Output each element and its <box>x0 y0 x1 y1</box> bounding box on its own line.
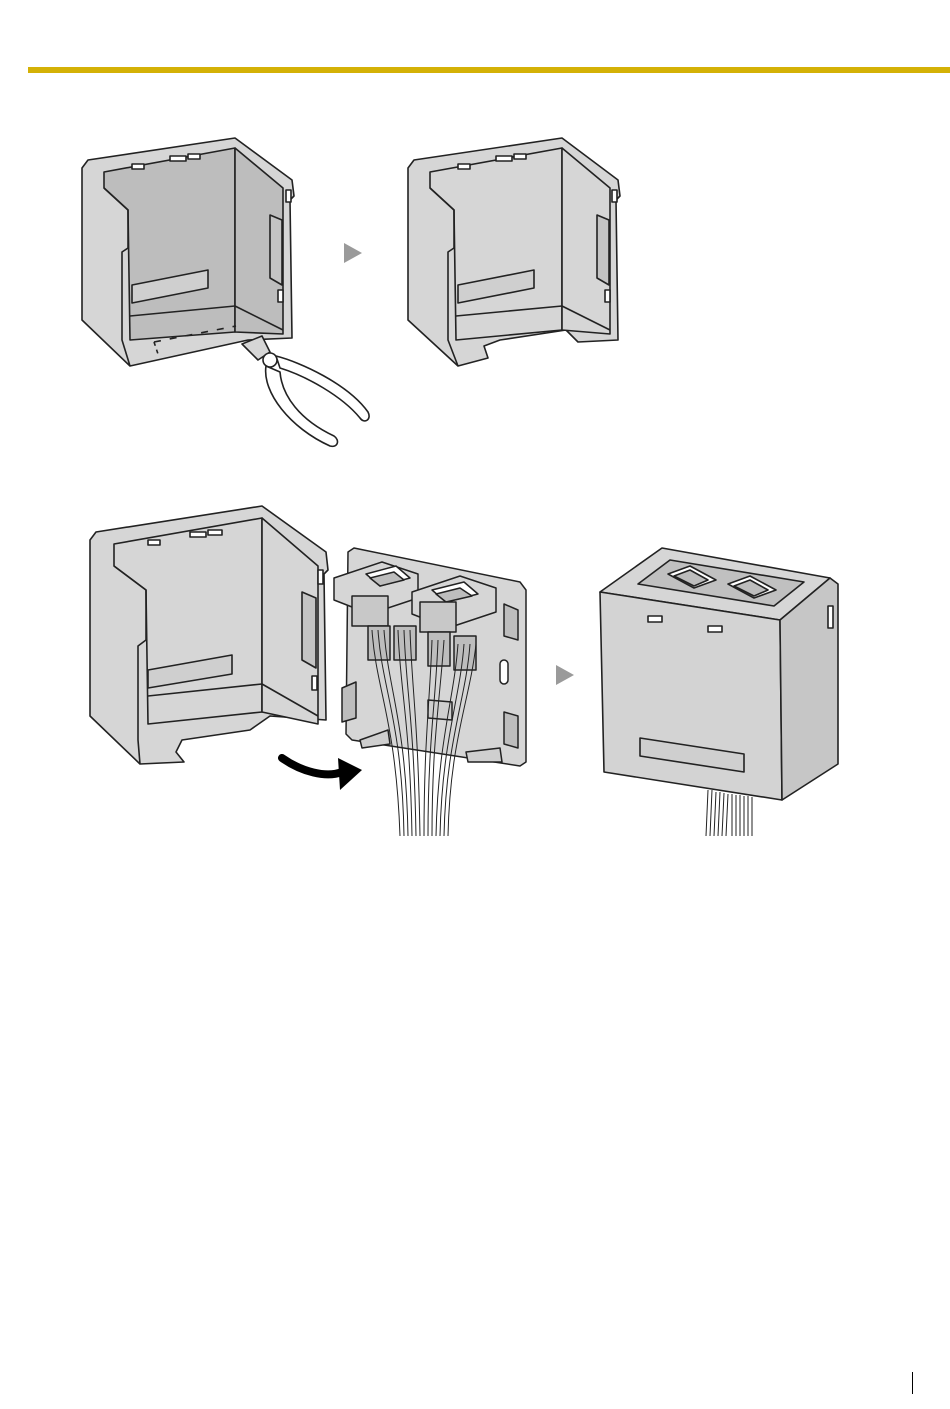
motion-arrow-icon <box>282 758 362 790</box>
nippers-icon <box>242 336 369 446</box>
page-edge-mark <box>912 1372 913 1394</box>
base-with-modular-jacks-illustration <box>334 548 526 766</box>
wire-bundle-icon <box>706 790 752 836</box>
assembled-unit-illustration <box>600 548 838 800</box>
cover-before-cut-illustration <box>82 138 294 366</box>
step-arrow-icon <box>344 243 362 263</box>
cover-cut-illustration <box>90 506 328 764</box>
cover-after-cut-illustration <box>408 138 620 366</box>
step-arrow-icon <box>556 665 574 685</box>
